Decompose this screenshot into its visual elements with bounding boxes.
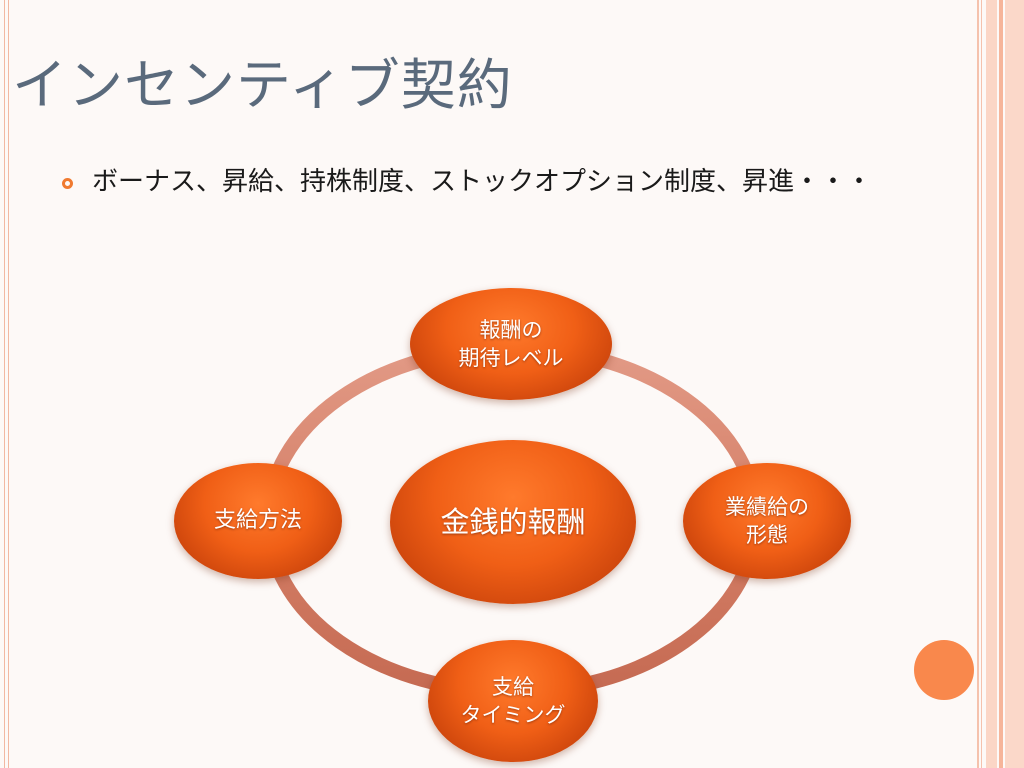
node-center-label: 金銭的報酬 [440, 505, 586, 539]
bullet-marker-icon [62, 178, 73, 189]
left-border-line [4, 0, 5, 768]
node-right-line-2: 形態 [746, 523, 788, 547]
slide-title: インセンティブ契約 [12, 53, 513, 117]
node-center: 金銭的報酬 [390, 440, 636, 604]
node-top: 報酬の 期待レベル [410, 288, 612, 400]
node-bottom-line-1: 支給 [492, 675, 534, 699]
node-left: 支給方法 [174, 463, 342, 579]
right-stripe-decoration [977, 0, 1024, 768]
node-top-line-1: 報酬の [479, 318, 543, 342]
decorative-circle [914, 640, 974, 700]
node-bottom-line-2: タイミング [460, 703, 566, 727]
node-left-line-1: 支給方法 [213, 508, 302, 533]
node-top-line-2: 期待レベル [458, 346, 564, 370]
node-right-line-1: 業績給の [725, 495, 809, 519]
left-border-line-inner [8, 0, 9, 768]
node-bottom: 支給 タイミング [428, 640, 598, 762]
node-right: 業績給の 形態 [683, 463, 851, 579]
bullet-text: ボーナス、昇給、持株制度、ストックオプション制度、昇進・・・ [92, 167, 873, 197]
